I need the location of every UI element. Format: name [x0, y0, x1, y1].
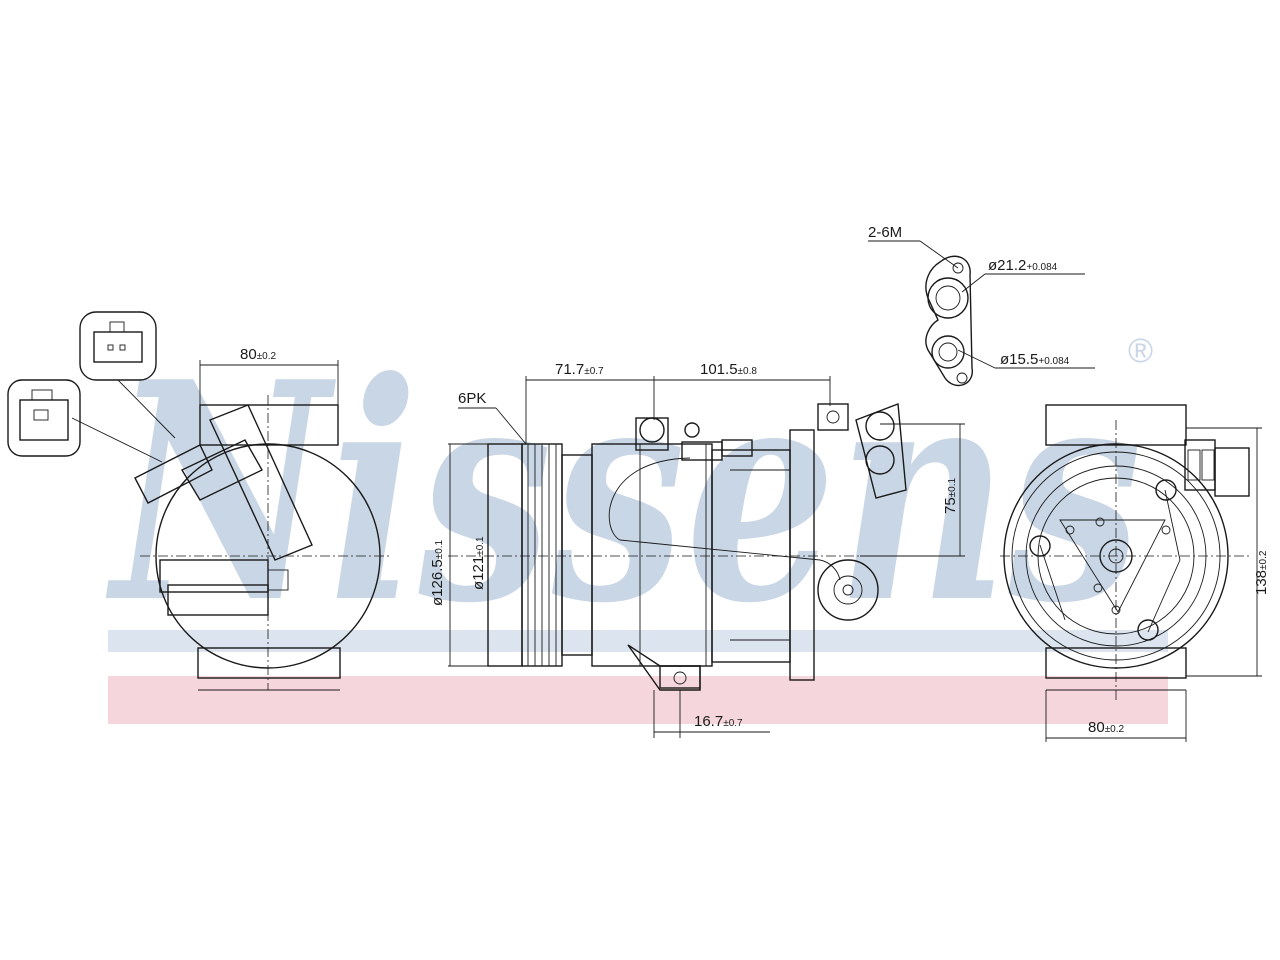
watermark-band-pink — [108, 676, 1168, 724]
dim-port-dia-1: ø21.2+0.084 — [988, 257, 1058, 274]
registered-mark: ® — [1128, 332, 1153, 370]
dim-right-height: 138±0.2 — [1253, 550, 1270, 595]
watermark: Nissens ® — [105, 316, 1168, 724]
dim-right-width: 80±0.2 — [1088, 719, 1125, 736]
dim-pulley-inner-dia: ø121±0.1 — [470, 536, 487, 590]
center-side-view: ø126.5±0.1 ø121±0.1 6PK 71.7±0.7 101.5±0… — [429, 361, 965, 738]
dim-port-dia-2: ø15.5+0.084 — [1000, 351, 1070, 368]
dim-left-width: 80±0.2 — [240, 346, 277, 363]
dim-pulley-offset: 71.7±0.7 — [555, 361, 604, 378]
port-flange-detail: 2-6M ø21.2+0.084 ø15.5+0.084 — [868, 224, 1095, 387]
dim-port-height: 75±0.1 — [942, 477, 959, 514]
watermark-logo: Nissens — [105, 316, 1142, 669]
left-end-view: 80±0.2 — [7, 311, 390, 691]
connector-callout-bottom — [7, 379, 81, 457]
watermark-band-blue — [108, 630, 1168, 652]
right-face-view: 138±0.2 80±0.2 — [1000, 404, 1270, 742]
dim-body-length: 101.5±0.8 — [700, 361, 757, 378]
dim-mount-offset: 16.7±0.7 — [694, 713, 743, 730]
thread-label: 2-6M — [868, 224, 902, 241]
belt-label: 6PK — [458, 390, 486, 407]
dim-pulley-outer-dia: ø126.5±0.1 — [429, 539, 446, 606]
